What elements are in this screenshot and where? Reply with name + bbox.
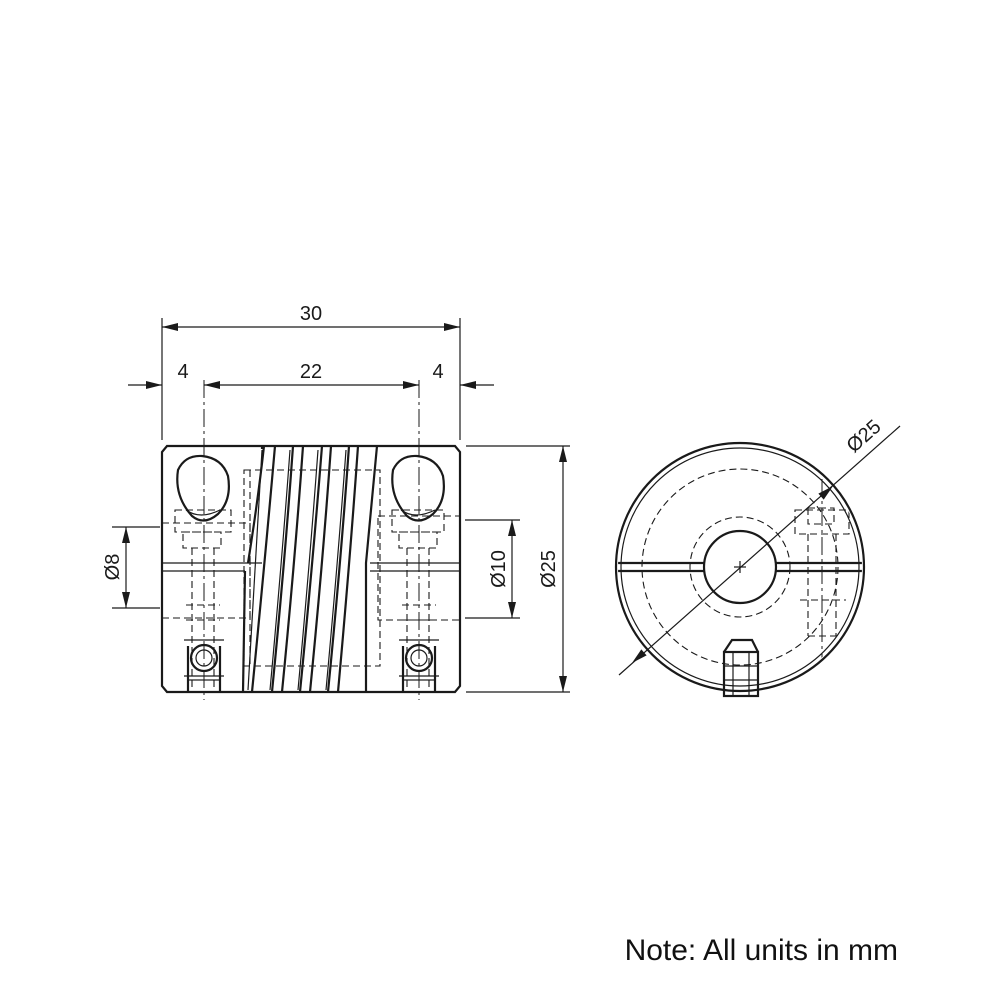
- end-view-bottom-screw: [722, 638, 760, 698]
- helical-slots: [241, 445, 379, 693]
- end-view-split-slot: [618, 561, 862, 573]
- dimension-outer-diameter-end: Ø25: [618, 416, 901, 676]
- dim-overall-length-label: 30: [300, 303, 322, 325]
- units-note: Note: All units in mm: [625, 934, 898, 967]
- dim-bore-small-label: Ø8: [102, 554, 124, 581]
- dimension-bore-small: Ø8: [102, 527, 130, 608]
- dim-outer-diameter-end-label: Ø25: [843, 416, 886, 458]
- extension-lines: [112, 318, 570, 693]
- end-view-outer-circle: [614, 441, 866, 693]
- left-clamp-screw: [174, 380, 232, 700]
- right-clamp-screw: [391, 380, 445, 700]
- dimension-outer-diameter-side: Ø25: [538, 446, 567, 692]
- end-view-top-screw: [794, 450, 850, 689]
- dimension-bore-large: Ø10: [488, 520, 516, 618]
- dim-left-hub-label: 4: [177, 361, 188, 383]
- dim-right-hub-label: 4: [432, 361, 443, 383]
- end-view: Ø25: [614, 416, 901, 698]
- end-view-bore: [702, 529, 778, 605]
- end-view-hidden-circles: [641, 468, 839, 666]
- dim-outer-diameter-side-label: Ø25: [538, 550, 560, 588]
- dim-flex-section-label: 22: [300, 361, 322, 383]
- dimension-chain: 4 22 4: [128, 361, 494, 389]
- dim-bore-large-label: Ø10: [488, 550, 510, 588]
- dimension-overall-length: 30: [162, 303, 460, 331]
- side-view: 30 4 22 4 Ø8 Ø10: [102, 303, 570, 700]
